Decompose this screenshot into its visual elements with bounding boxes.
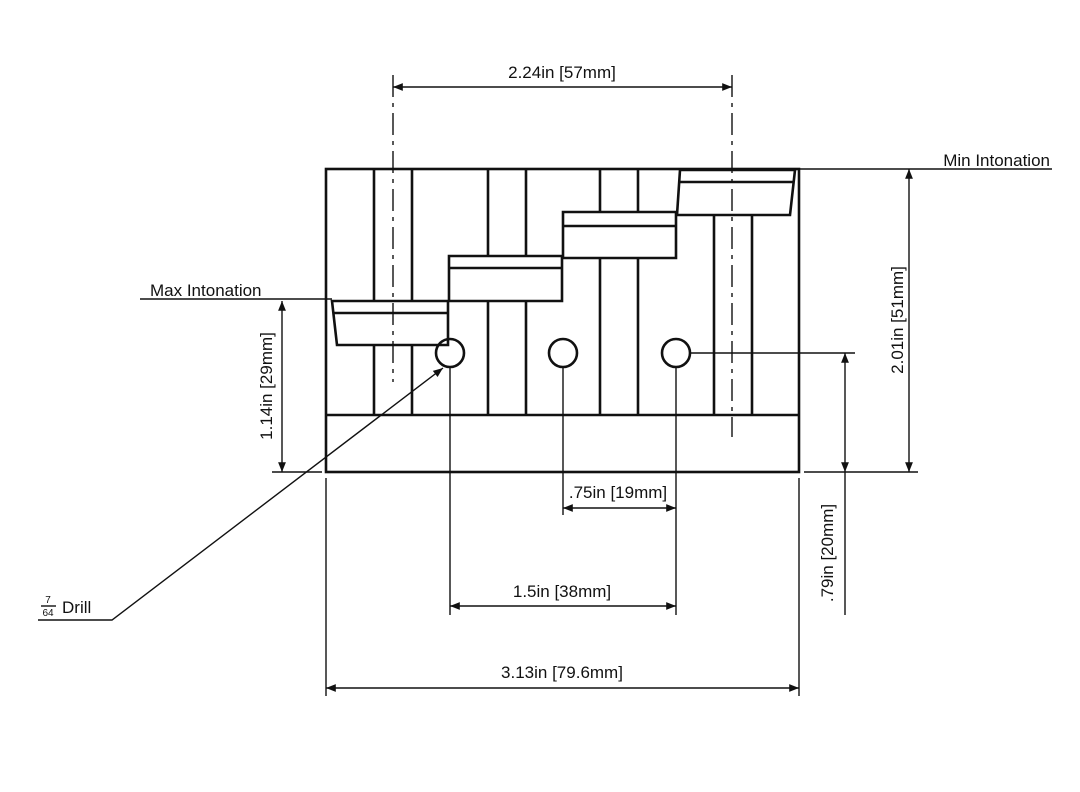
holes <box>434 337 692 369</box>
dim-hole-spacing: .75in [19mm] <box>569 483 667 502</box>
saddle-3 <box>561 210 678 260</box>
svg-text:7: 7 <box>45 595 51 606</box>
label-max-intonation: Max Intonation <box>150 281 262 300</box>
dim-hole-height: .79in [20mm] <box>818 504 837 602</box>
svg-text:64: 64 <box>42 608 54 619</box>
dim-max-height: 1.14in [29mm] <box>257 332 276 440</box>
label-min-intonation: Min Intonation <box>943 151 1050 170</box>
dim-overall-width: 3.13in [79.6mm] <box>501 663 623 682</box>
dim-hole-span: 1.5in [38mm] <box>513 582 611 601</box>
saddle-4 <box>675 168 797 217</box>
drill-callout: 7 64 Drill <box>41 595 91 619</box>
saddles <box>330 168 797 347</box>
dim-overall-height: 2.01in [51mm] <box>888 266 907 374</box>
dim-top-span: 2.24in [57mm] <box>508 63 616 82</box>
saddle-1 <box>330 299 450 347</box>
saddle-2 <box>447 254 564 303</box>
svg-text:Drill: Drill <box>62 598 91 617</box>
